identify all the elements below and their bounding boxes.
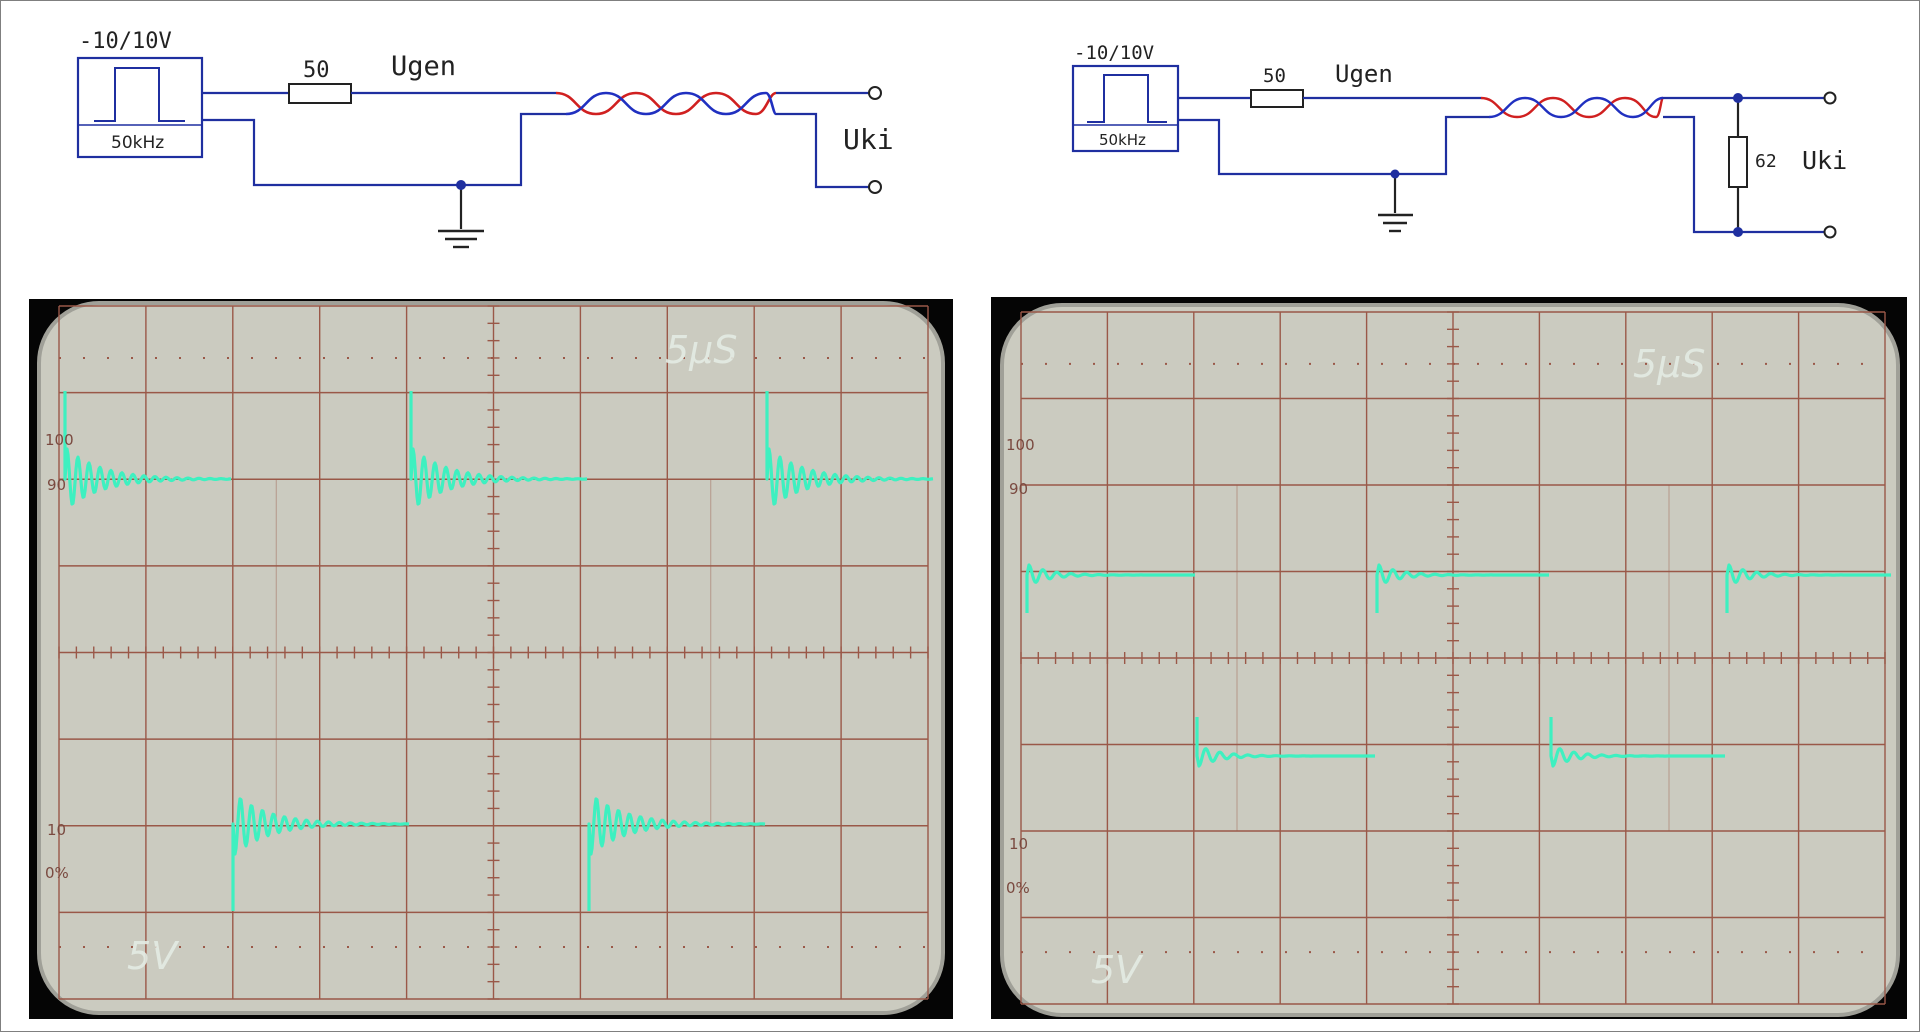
left-source-voltage: -10/10V — [79, 29, 172, 54]
right-load-node-top — [1733, 93, 1743, 103]
right-load-resistor-value: 62 — [1755, 151, 1777, 172]
right-output-terminal-bottom — [1823, 225, 1837, 239]
left-source-frequency: 50kHz — [111, 133, 164, 153]
left-series-resistor — [288, 83, 352, 104]
right-ground-node — [1390, 169, 1400, 179]
left-uki-label: Uki — [843, 123, 894, 156]
right-graticule-100: 100 — [1006, 436, 1035, 454]
right-volt-per-div-label: 5V — [1091, 948, 1144, 992]
left-graticule-100: 100 — [45, 431, 74, 449]
left-circuit-diagram — [76, 56, 869, 249]
right-source-voltage: -10/10V — [1074, 42, 1154, 64]
left-ugen-label: Ugen — [391, 51, 456, 82]
right-grid-inner-box — [1236, 484, 1670, 832]
left-graticule-0: 0% — [45, 864, 69, 882]
right-load-node-bottom — [1733, 227, 1743, 237]
right-graticule-10: 10 — [1009, 835, 1028, 853]
left-source-box — [76, 56, 204, 159]
left-time-per-div-label: 5μS — [665, 328, 737, 372]
right-uki-label: Uki — [1802, 146, 1847, 175]
left-twisted-pair-cable — [555, 91, 778, 116]
right-graticule-0: 0% — [1006, 879, 1030, 897]
right-source-frequency: 50kHz — [1099, 131, 1146, 149]
left-pulse-icon — [94, 67, 185, 122]
right-oscilloscope-screen: 5μS 5V 100 90 10 0% — [991, 297, 1907, 1019]
left-graticule — [58, 305, 929, 1000]
right-ugen-label: Ugen — [1335, 60, 1393, 88]
left-series-resistor-value: 50 — [303, 58, 330, 83]
right-load-resistor — [1728, 136, 1748, 188]
left-volt-per-div-label: 5V — [127, 934, 180, 978]
left-ground-node — [456, 180, 466, 190]
left-graticule-10: 10 — [47, 821, 66, 839]
right-graticule-90: 90 — [1009, 480, 1028, 498]
right-twisted-pair-cable — [1480, 96, 1665, 119]
right-circuit-diagram — [1071, 64, 1826, 234]
right-output-terminal-top — [1823, 91, 1837, 105]
left-waveform-trace — [63, 391, 934, 911]
right-waveform-trace — [1025, 563, 1892, 768]
right-pulse-icon — [1087, 74, 1167, 123]
left-output-terminal-top — [868, 86, 882, 100]
right-time-per-div-label: 5μS — [1633, 342, 1705, 386]
left-oscilloscope-screen: 5μS 5V 100 90 10 0% — [29, 299, 953, 1019]
left-output-terminal-bottom — [868, 180, 882, 194]
right-source-box — [1071, 64, 1180, 153]
right-series-resistor — [1250, 89, 1304, 108]
right-series-resistor-value: 50 — [1263, 65, 1286, 87]
left-graticule-90: 90 — [47, 476, 66, 494]
